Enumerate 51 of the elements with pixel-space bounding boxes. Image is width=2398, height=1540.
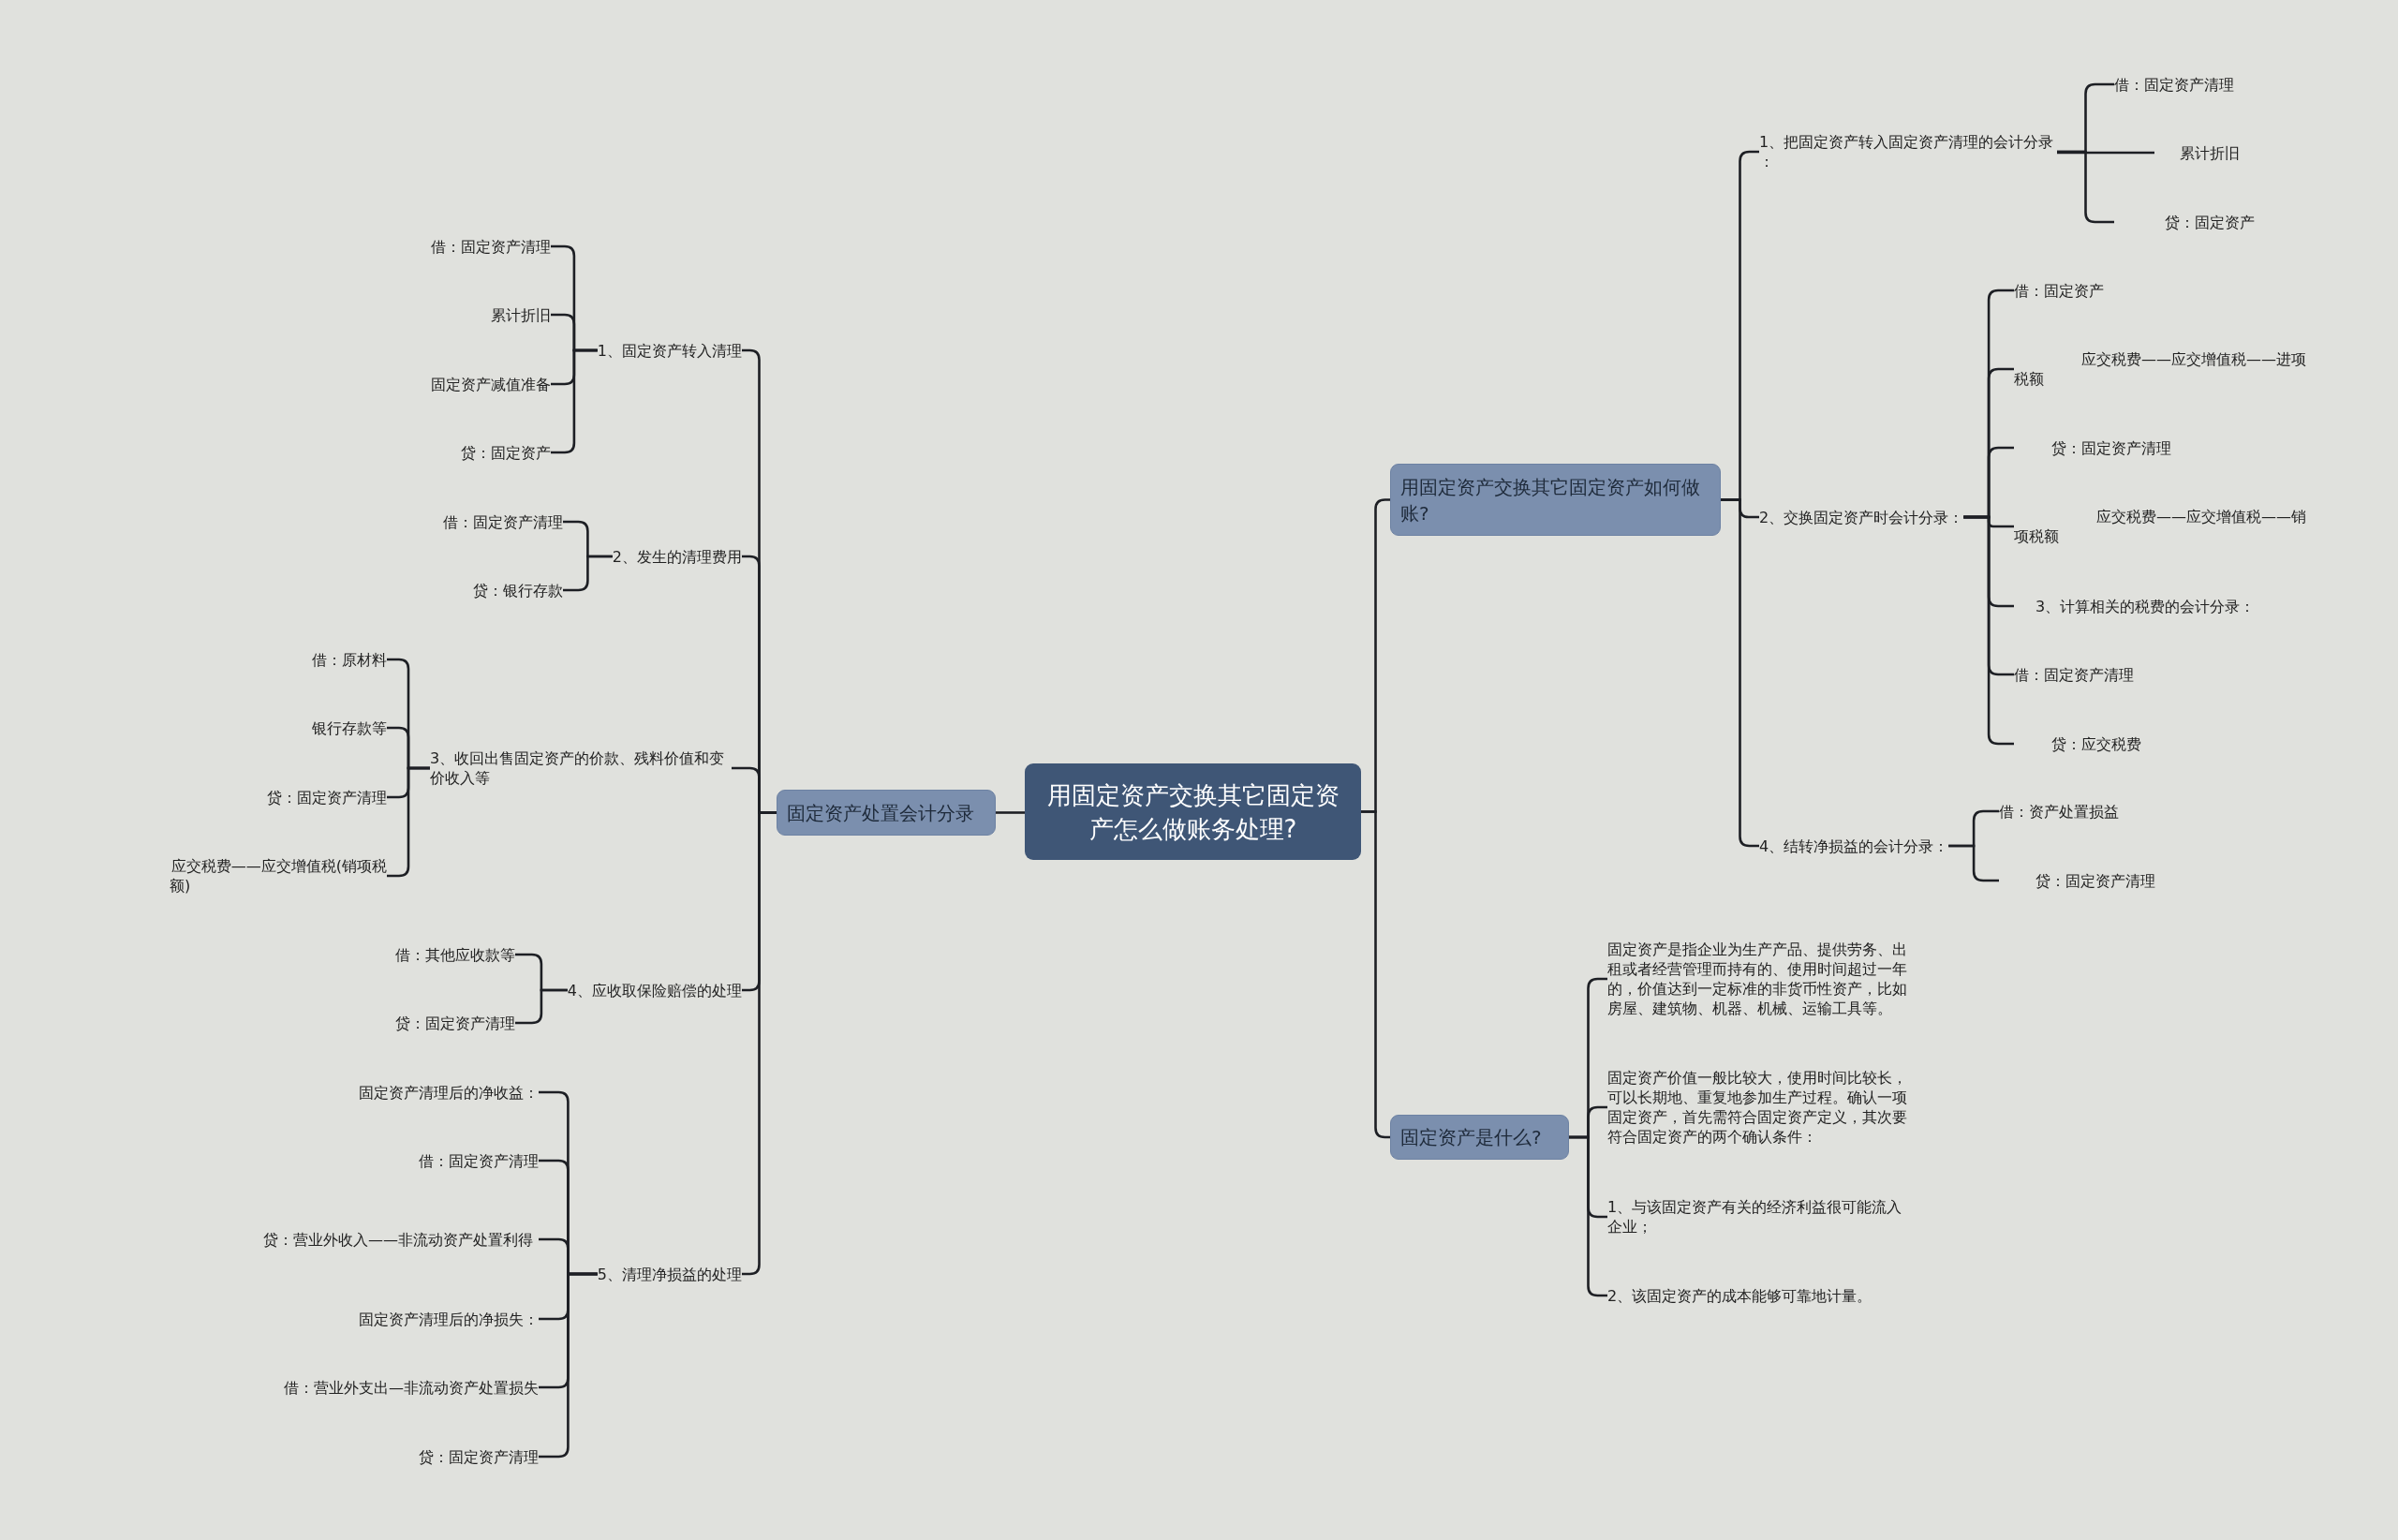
topic-text: 3、计算相关的税费的会计分录： [2014, 596, 2256, 616]
topic-text: 2、交换固定资产时会计分录： [1759, 507, 1964, 527]
topic-text: 4、应收取保险赔偿的处理 [567, 980, 742, 1000]
topic-text: 贷：固定资产清理 [2014, 437, 2171, 458]
topic-text: 固定资产清理后的净损失： [359, 1309, 539, 1329]
topic-text: 2、发生的清理费用 [612, 546, 742, 567]
connector-line [1948, 844, 1999, 882]
connector-line [515, 988, 568, 1025]
topic-text: 借：固定资产 [2014, 280, 2104, 301]
topic-text: 固定资产减值准备 [431, 374, 551, 394]
central-topic: 用固定资产交换其它固定资产怎么做账务处理? [1025, 763, 1361, 860]
topic-text: 累计折旧 [491, 304, 551, 325]
topic-text: 1、固定资产转入清理 [597, 340, 742, 361]
topic-text: 借：营业外支出—非流动资产处置损失 [284, 1377, 539, 1398]
topic-text: 应交税费——应交增值税——销项税额 [2014, 507, 2314, 546]
topic-text: 3、收回出售固定资产的价款、残料价值和变价收入等 [430, 748, 732, 788]
topic-text: 贷：固定资产清理 [1999, 870, 2155, 891]
topic-text: 4、结转净损益的会计分录： [1759, 836, 1949, 856]
paragraph: 固定资产价值一般比较大，使用时间比较长，可以长期地、重复地参加生产过程。确认一项固定资产，首先需符合固定资产定义，其次要符合固定资产的两个确认条件： [1607, 1068, 1920, 1147]
topic-text: 累计折旧 [2154, 142, 2240, 163]
topic-text: 银行存款等 [312, 718, 387, 738]
topic-text: 借：固定资产清理 [431, 236, 551, 257]
topic-text: 5、清理净损益的处理 [597, 1264, 742, 1284]
topic-box: 固定资产是什么? [1390, 1115, 1569, 1160]
topic-text: 借：固定资产清理 [419, 1150, 539, 1171]
connector-line [2057, 151, 2154, 155]
topic-text: 贷：银行存款 [473, 580, 563, 600]
topic-text: 借：固定资产清理 [2014, 664, 2134, 685]
topic-text: 固定资产清理后的净收益： [359, 1082, 539, 1103]
topic-text: 贷：固定资产清理 [267, 787, 387, 807]
topic-text: 1、把固定资产转入固定资产清理的会计分录： [1759, 132, 2057, 171]
topic-text: 应交税费——应交增值税——进项税额 [2014, 349, 2316, 389]
topic-text: 应交税费——应交增值税(销项税额) [170, 856, 387, 896]
paragraph: 固定资产是指企业为生产产品、提供劳务、出租或者经营管理而持有的、使用时间超过一年的，价值达到一定标准的非货币性资产，比如房屋、建筑物、机器、机械、运输工具等。 [1607, 940, 1920, 1018]
topic-text: 1、与该固定资产有关的经济利益很可能流入企业； [1607, 1197, 1909, 1236]
topic-box: 用固定资产交换其它固定资产如何做账? [1390, 464, 1721, 536]
connector-line [563, 555, 613, 592]
topic-text: 借：固定资产清理 [443, 511, 563, 532]
topic-text: 借：原材料 [312, 649, 387, 670]
topic-text: 借：其他应收款等 [395, 944, 515, 965]
topic-text: 贷：固定资产 [461, 442, 551, 463]
topic-text: 贷：营业外收入——非流动资产处置利得 [263, 1229, 539, 1250]
connector-line [996, 811, 1025, 814]
topic-text: 贷：应交税费 [2014, 733, 2141, 754]
topic-text: 贷：固定资产清理 [419, 1446, 539, 1467]
topic-text: 借：资产处置损益 [1999, 801, 2119, 822]
topic-text: 借：固定资产清理 [2114, 74, 2234, 95]
topic-text: 2、该固定资产的成本能够可靠地计量。 [1607, 1285, 1873, 1306]
topic-text: 贷：固定资产清理 [395, 1013, 515, 1033]
topic-text: 贷：固定资产 [2114, 212, 2255, 232]
topic-box: 固定资产处置会计分录 [777, 790, 996, 836]
